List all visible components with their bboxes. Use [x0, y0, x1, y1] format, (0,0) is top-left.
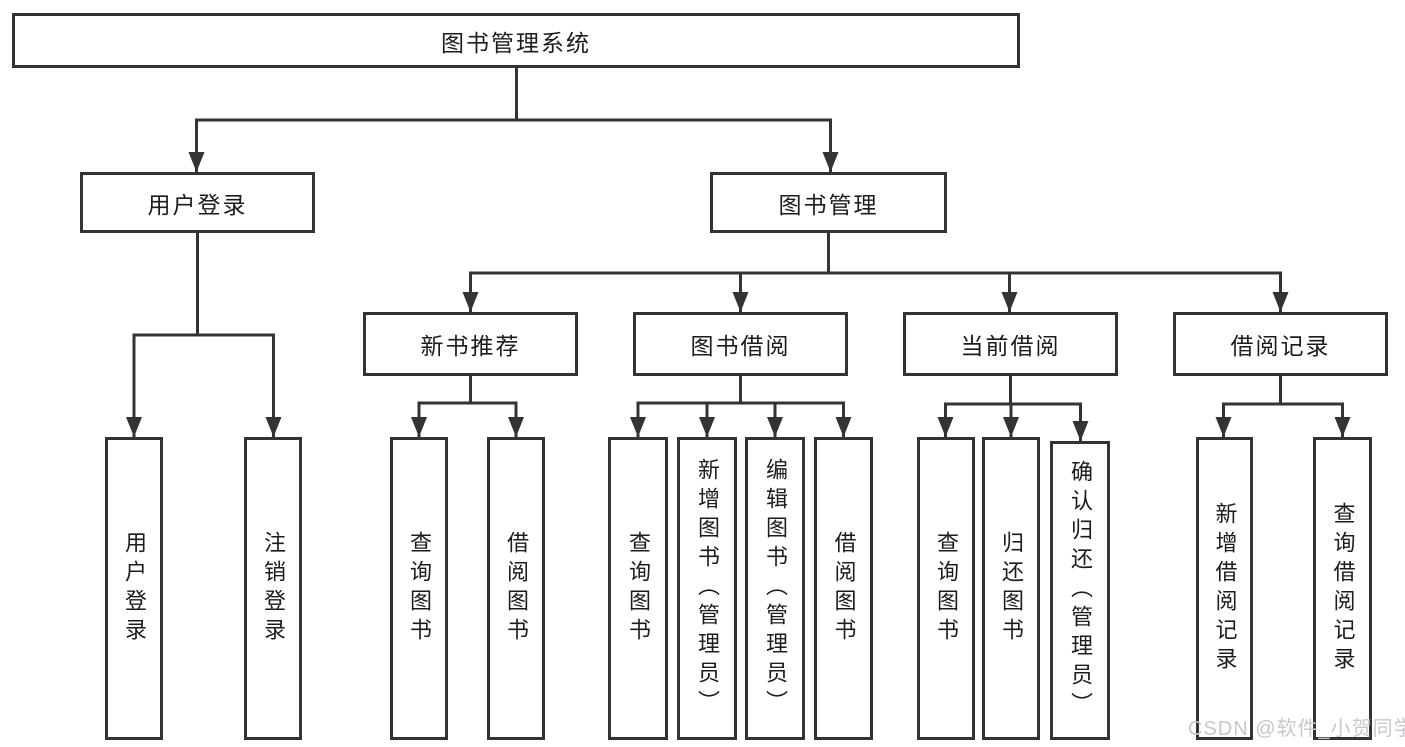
leaf-user-login: 用户登录: [105, 437, 163, 740]
node-current-borrowing: 当前借阅: [903, 312, 1118, 376]
leaf-edit-book-admin: 编辑图书（管理员）: [745, 437, 805, 740]
leaf-borrow-books: 借阅图书: [814, 437, 873, 740]
leaf-query-books-recommend: 查询图书: [390, 437, 448, 740]
leaf-borrow-books-recommend: 借阅图书: [487, 437, 545, 740]
leaf-logout: 注销登录: [244, 437, 302, 740]
node-user-login: 用户登录: [80, 172, 315, 233]
leaf-add-borrow-record: 新增借阅记录: [1196, 437, 1253, 740]
leaf-confirm-return-admin: 确认归还（管理员）: [1050, 441, 1110, 740]
node-library-system: 图书管理系统: [12, 13, 1020, 68]
leaf-add-book-admin: 新增图书（管理员）: [677, 437, 737, 740]
node-book-management: 图书管理: [710, 172, 947, 233]
node-book-borrowing: 图书借阅: [633, 312, 848, 376]
leaf-query-books-current: 查询图书: [917, 437, 975, 740]
csdn-watermark: CSDN @软件_小贺同学: [1188, 718, 1405, 740]
leaf-return-books: 归还图书: [982, 437, 1040, 740]
node-borrowing-records: 借阅记录: [1173, 312, 1388, 376]
leaf-query-borrow-record: 查询借阅记录: [1313, 437, 1372, 740]
leaf-query-books-borrow: 查询图书: [608, 437, 668, 740]
node-new-book-recommendation: 新书推荐: [363, 312, 578, 376]
